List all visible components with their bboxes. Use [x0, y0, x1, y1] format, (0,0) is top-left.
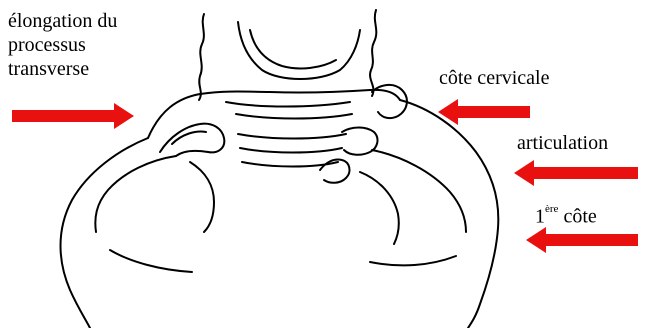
label-first-rib: 1ère côte: [535, 200, 597, 229]
first-rib-right-tail: [370, 256, 456, 265]
label-cervical-rib: côte cervicale: [439, 66, 549, 90]
transverse-process-left: [160, 124, 224, 156]
spine-line-2: [236, 114, 352, 119]
label-elongation-transverse-process: élongation du processus transverse: [8, 9, 117, 81]
first-rib-right-outer: [400, 100, 498, 328]
spine-line-3: [238, 134, 346, 139]
first-rib-left-tail: [110, 250, 192, 272]
label-first-rib-number: 1: [535, 206, 545, 228]
first-rib-left-inner: [95, 156, 176, 232]
spine-line-4: [240, 148, 342, 153]
neck-left-outline: [199, 14, 204, 100]
vertebra-top-inner: [250, 30, 336, 68]
label-first-rib-superscript: ère: [545, 203, 558, 215]
arrow-left-icon: [438, 99, 530, 125]
label-elongation-line-1: élongation du: [8, 9, 117, 33]
spine-line-1: [226, 102, 350, 107]
first-rib-right-lower: [360, 172, 399, 244]
arrow-left-icon: [514, 160, 638, 186]
vertebra-upper-outline: [148, 90, 400, 138]
label-articulation: articulation: [517, 131, 608, 155]
label-elongation-line-2: processus: [8, 33, 117, 57]
vertebra-top: [238, 22, 360, 79]
label-elongation-line-3: transverse: [8, 57, 117, 81]
arrow-left-icon: [526, 227, 638, 253]
label-first-rib-word: côte: [558, 206, 596, 228]
arrow-right-icon: [12, 103, 134, 129]
first-rib-left-outer: [61, 138, 149, 328]
neck-right-outline: [370, 10, 376, 96]
first-rib-left-lower: [190, 162, 214, 232]
